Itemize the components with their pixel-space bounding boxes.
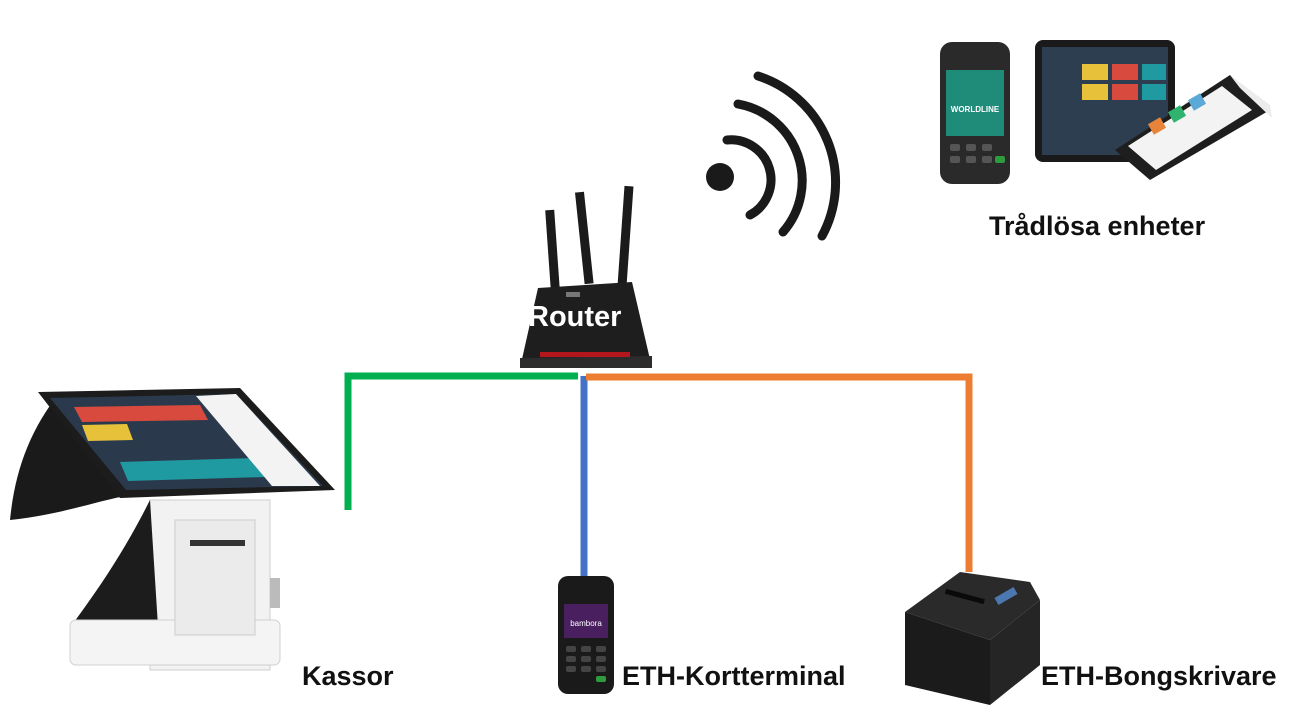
receipt-printer-label: ETH-Bongskrivare xyxy=(1041,661,1277,691)
connection-lines xyxy=(344,372,973,580)
router-icon xyxy=(520,185,652,368)
receipt-printer-icon xyxy=(905,572,1040,705)
pos-label: Kassor xyxy=(302,661,394,691)
worldline-brand-text: WORLDLINE xyxy=(951,105,1000,114)
connection-line-pos xyxy=(344,372,578,510)
wifi-signal-icon xyxy=(706,71,840,241)
connection-line-printer xyxy=(586,373,973,572)
router-label: Router xyxy=(528,301,622,333)
card-terminal-label: ETH-Kortterminal xyxy=(622,661,846,691)
tablet-icon xyxy=(1035,40,1175,162)
wireless-devices-label: Trådlösa enheter xyxy=(989,211,1206,241)
card-terminal-icon: bambora xyxy=(558,576,614,694)
handheld-pos-icon: WORLDLINE xyxy=(940,42,1010,184)
terminal-brand-text: bambora xyxy=(570,619,602,628)
handheld-printer-icon xyxy=(1115,75,1272,180)
pos-terminal-icon xyxy=(10,388,335,671)
